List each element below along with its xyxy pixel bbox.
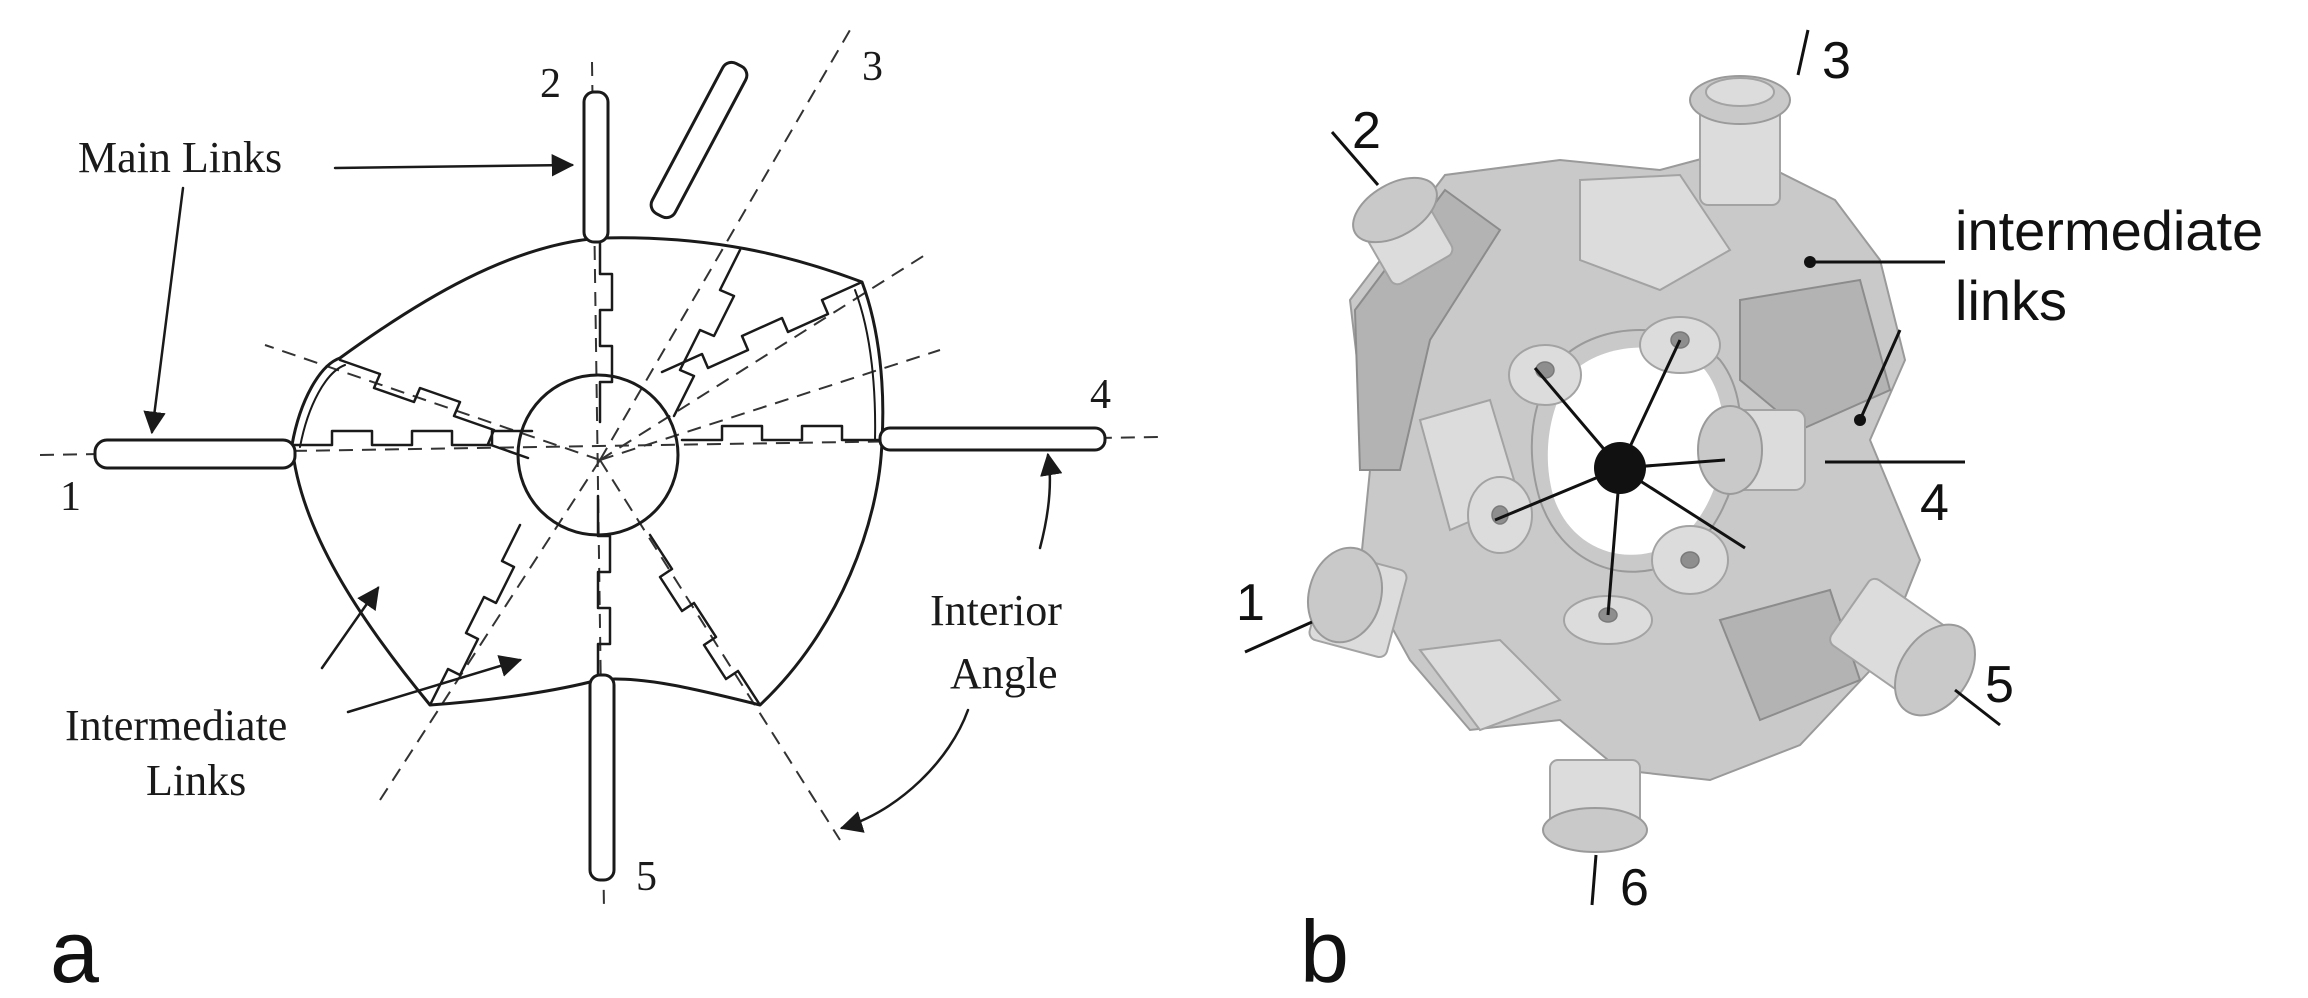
main-links-label: Main Links [78, 133, 282, 182]
link-number-3: 3 [862, 44, 883, 90]
intermediate-links-label-line2: Links [146, 756, 246, 805]
pin-5 [1829, 577, 1976, 717]
pin-3 [1689, 75, 1791, 206]
link-number-4: 4 [1920, 474, 1949, 532]
link-number-leaders [1244, 29, 2001, 906]
link-number-2: 2 [1352, 102, 1381, 160]
link-number-4: 4 [1090, 372, 1111, 418]
intermediate-link-arms [290, 236, 884, 707]
interior-angle-label-line2: Angle [950, 649, 1058, 698]
panel-a-sketch: Main Links Intermediate Links Interior A… [39, 29, 1161, 998]
outer-frame [290, 236, 885, 707]
main-link-pins [1307, 75, 1976, 853]
intermediate-links-label-line2: links [1955, 269, 2067, 332]
pin-1 [1307, 546, 1408, 659]
center-point [1594, 442, 1646, 494]
main-link-rods [93, 60, 1107, 882]
leader-dot-upper [1804, 256, 1816, 268]
link-number-5: 5 [1985, 656, 2014, 714]
interior-angle-label-line1: Interior [930, 586, 1062, 635]
link-number-2: 2 [540, 61, 561, 107]
hinge-holes [1467, 316, 1729, 645]
panel-label-a: a [50, 902, 99, 998]
pin-6 [1542, 759, 1648, 853]
panel-b-render: 1 2 3 4 5 6 intermediate links b [1236, 29, 2263, 998]
intermediate-links-label-line1: Intermediate [65, 701, 287, 750]
panel-label-b: b [1300, 902, 1349, 998]
link-number-6: 6 [1620, 859, 1649, 917]
pin-2 [1352, 176, 1454, 286]
link-number-1: 1 [1236, 574, 1265, 632]
pin-4 [1697, 405, 1806, 495]
intermediate-links-label-line1: intermediate [1955, 199, 2263, 262]
link-number-1: 1 [60, 474, 81, 520]
link-number-3: 3 [1822, 32, 1851, 90]
link-number-5: 5 [636, 854, 657, 900]
annotation-arrows [143, 154, 1063, 833]
leader-dot-lower [1854, 414, 1866, 426]
